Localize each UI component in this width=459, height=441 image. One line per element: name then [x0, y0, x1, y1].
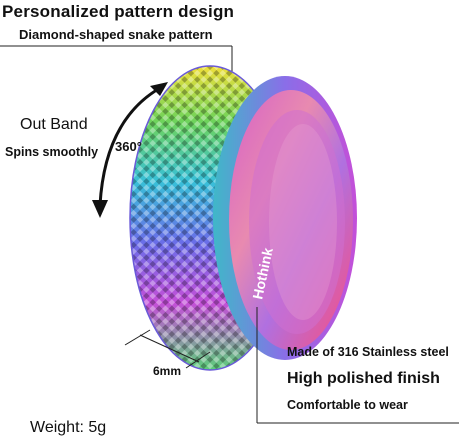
- spins-label: Spins smoothly: [5, 145, 99, 159]
- page-title: Personalized pattern design: [2, 2, 235, 21]
- finish-spec: High polished finish: [287, 370, 440, 387]
- rotation-label: 360°: [115, 139, 142, 154]
- width-dimension: [124, 329, 211, 369]
- weight-label: Weight: 5g: [30, 419, 107, 436]
- width-label: 6mm: [153, 364, 182, 378]
- rotation-arrow-icon: [92, 82, 168, 218]
- out-band-label: Out Band: [20, 116, 88, 133]
- pattern-subtitle: Diamond-shaped snake pattern: [19, 27, 213, 42]
- comfort-spec: Comfortable to wear: [287, 398, 408, 412]
- spec-leader: [256, 307, 459, 424]
- material-spec: Made of 316 Stainless steel: [287, 345, 449, 359]
- inner-band: [229, 90, 353, 350]
